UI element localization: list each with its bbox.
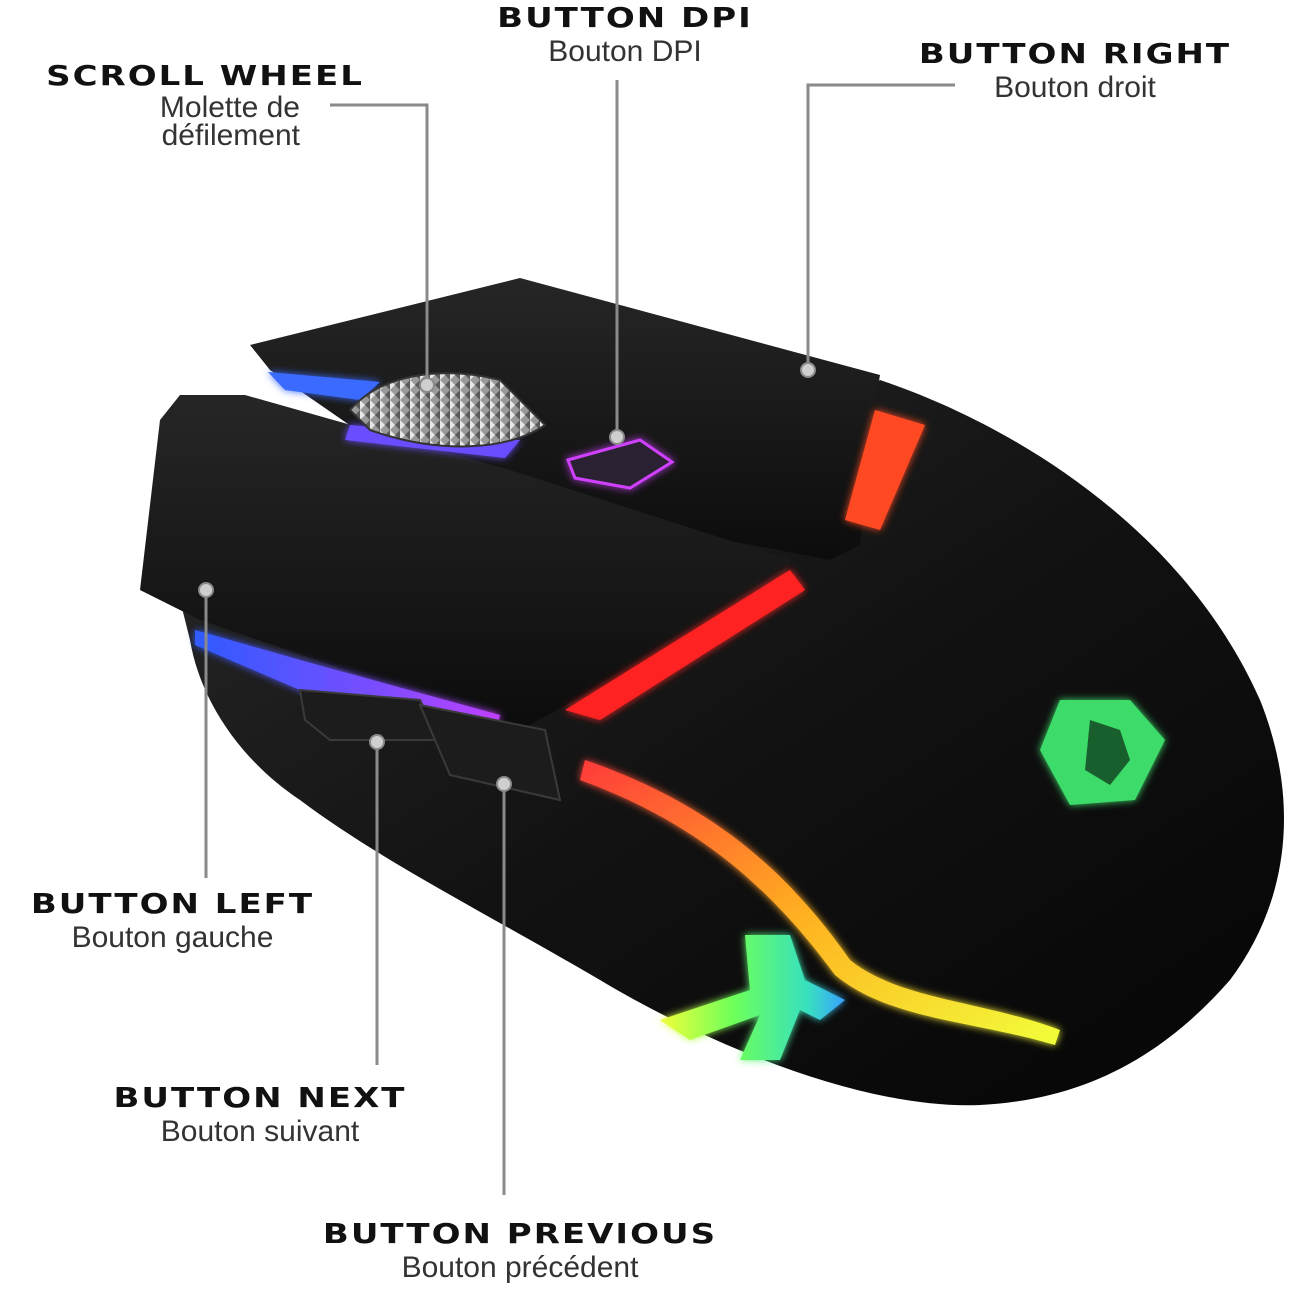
glow-top-blue — [268, 372, 380, 400]
callout-button-next: BUTTON NEXT Bouton suivant — [80, 1080, 440, 1148]
dot-button-next — [369, 734, 385, 750]
dpi-button[interactable] — [566, 438, 675, 490]
scroll-wheel[interactable] — [348, 372, 547, 448]
leader-button-right — [806, 83, 955, 368]
glow-lower-rainbow — [580, 760, 1060, 1045]
glow-right-orange — [845, 410, 925, 530]
label-scroll-wheel-en: SCROLL WHEEL — [46, 59, 364, 93]
next-side-button[interactable] — [298, 688, 442, 741]
label-button-next-en: BUTTON NEXT — [113, 1081, 407, 1115]
right-button-shell — [250, 278, 880, 560]
glow-x-emblem — [660, 935, 845, 1060]
label-button-left-en: BUTTON LEFT — [30, 887, 315, 921]
callout-button-left: BUTTON LEFT Bouton gauche — [0, 886, 345, 954]
leader-lines — [204, 80, 955, 1195]
label-button-dpi-en: BUTTON DPI — [497, 1, 753, 35]
leader-scroll-wheel — [330, 103, 429, 385]
label-button-previous-fr: Bouton précédent — [401, 1251, 639, 1284]
label-button-right-fr: Bouton droit — [994, 71, 1156, 104]
callout-scroll-wheel: SCROLL WHEEL Molette de défilement — [15, 58, 395, 150]
glow-center-red — [565, 570, 805, 720]
label-button-next-fr: Bouton suivant — [160, 1115, 360, 1148]
dot-button-left — [198, 582, 214, 598]
dot-button-right — [800, 362, 816, 378]
callout-button-dpi: BUTTON DPI Bouton DPI — [470, 0, 780, 68]
label-button-left-fr: Bouton gauche — [71, 921, 274, 954]
dot-button-dpi — [609, 429, 625, 445]
label-button-dpi-fr: Bouton DPI — [548, 35, 702, 68]
previous-side-button[interactable] — [418, 703, 562, 802]
logo-emblem-icon — [1085, 720, 1130, 785]
label-button-right-en: BUTTON RIGHT — [918, 37, 1232, 71]
left-button-shell — [140, 395, 790, 730]
dot-button-previous — [496, 776, 512, 792]
leader-dots — [198, 362, 816, 792]
dot-scroll-wheel — [419, 377, 435, 393]
label-button-previous-en: BUTTON PREVIOUS — [322, 1217, 718, 1251]
callout-button-right: BUTTON RIGHT Bouton droit — [895, 36, 1255, 104]
label-scroll-wheel-fr: Molette de défilement — [159, 91, 300, 152]
callout-button-previous: BUTTON PREVIOUS Bouton précédent — [280, 1216, 760, 1284]
